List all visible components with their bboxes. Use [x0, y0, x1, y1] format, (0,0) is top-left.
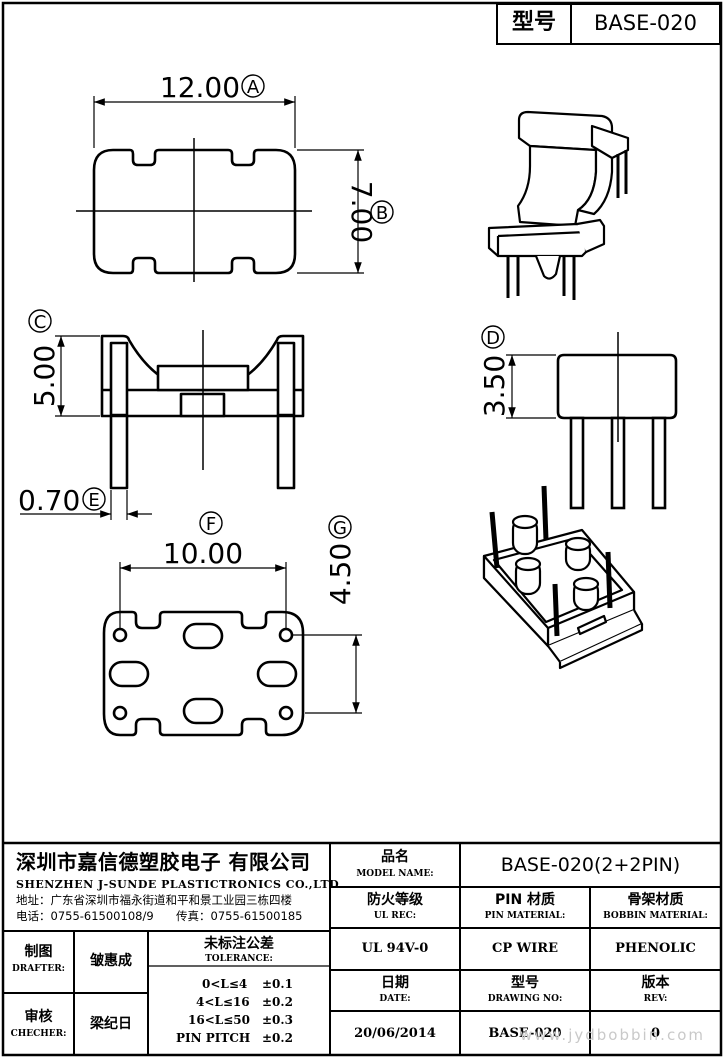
ul-rec-cn: 防火等级 — [367, 892, 423, 908]
drawing-no-value: BASE-020 — [488, 1026, 562, 1041]
drafter-cn: 制图 — [24, 944, 53, 960]
iso-view-bottom — [482, 485, 644, 670]
company-name-cn: 深圳市嘉信德塑胶电子 有限公司 — [16, 850, 311, 874]
dim-a-value: 12.00 — [160, 71, 240, 104]
tolerance-range-3: 16<L≤50 — [188, 1013, 250, 1027]
drawing-no-en: DRAWING NO: — [487, 994, 563, 1004]
side-view — [556, 353, 678, 510]
dim-g-marker: G — [333, 518, 347, 539]
dim-g-value: 4.50 — [324, 543, 357, 605]
date-cn: 日期 — [381, 975, 409, 991]
checker-cn: 审核 — [24, 1009, 53, 1025]
checker-en: CHECHER: — [10, 1029, 67, 1039]
ul-rec-value: UL 94V-0 — [361, 941, 429, 956]
tolerance-value-2: ±0.2 — [262, 995, 293, 1009]
tolerance-en: TOLERANCE: — [205, 954, 273, 964]
pin-material-cn: PIN 材质 — [494, 892, 556, 908]
dim-b-lines — [297, 149, 364, 274]
dim-b-value: 7.00 — [345, 181, 378, 243]
type-value: BASE-020 — [593, 11, 698, 35]
tolerance-value-4: ±0.2 — [262, 1031, 293, 1045]
dim-c-marker: C — [34, 312, 47, 333]
watermark: www.jydbobbin.com — [520, 1026, 705, 1044]
date-value: 20/06/2014 — [354, 1026, 436, 1041]
pin-material-en: PIN MATERIAL: — [484, 911, 566, 921]
date-en: DATE: — [379, 994, 411, 1004]
dim-e-value: 0.70 — [18, 484, 80, 517]
tolerance-value-3: ±0.3 — [262, 1013, 293, 1027]
bobbin-material-value: PHENOLIC — [615, 941, 696, 956]
model-name-en: MODEL NAME: — [356, 869, 434, 879]
dim-d-value: 3.50 — [478, 355, 511, 417]
bottom-view — [102, 610, 305, 737]
top-view — [92, 148, 297, 275]
title-block-grid — [3, 841, 721, 1055]
tolerance-range-4: PIN PITCH — [176, 1031, 251, 1045]
dim-c-lines — [55, 335, 100, 417]
dim-f-marker: F — [206, 514, 216, 535]
dim-a-marker: A — [247, 77, 260, 98]
ul-rec-en: UL REC: — [373, 911, 417, 921]
company-fax: 传真：0755-61500185 — [176, 909, 303, 923]
bobbin-material-cn: 骨架材质 — [627, 892, 684, 908]
dim-a-lines — [93, 96, 296, 148]
dim-d-lines — [506, 354, 556, 419]
front-view — [100, 334, 305, 490]
drafter-en: DRAFTER: — [11, 964, 65, 974]
company-phone: 电话：0755-61500108/9 — [16, 909, 154, 923]
header-box — [496, 3, 721, 45]
rev-cn: 版本 — [641, 975, 670, 991]
dim-d-marker-circle — [481, 325, 505, 349]
pin-material-value: CP WIRE — [491, 941, 559, 956]
bobbin-material-en: BOBBIN MATERIAL: — [603, 911, 708, 921]
iso-view-top — [487, 110, 630, 300]
company-address: 地址：广东省深圳市福永街道和平和景工业园三栋四楼 — [16, 893, 292, 907]
drawing-no-cn: 型号 — [511, 975, 539, 991]
rev-value: 0 — [650, 1026, 661, 1041]
dim-f-marker-circle — [199, 511, 223, 535]
dim-e-marker-circle — [82, 487, 106, 511]
checker-name: 梁纪日 — [90, 1016, 132, 1032]
type-label: 型号 — [511, 10, 556, 35]
dim-e-marker: E — [88, 490, 99, 511]
dim-g-lines — [292, 634, 362, 714]
dim-e-lines — [20, 490, 152, 520]
dim-a-marker-circle — [241, 74, 265, 98]
dim-c-value: 5.00 — [28, 345, 61, 407]
top-view-centerlines — [76, 138, 312, 282]
model-name-value: BASE-020(2+2PIN) — [500, 854, 681, 876]
tolerance-cn: 未标注公差 — [204, 936, 274, 952]
dim-f-value: 10.00 — [163, 537, 243, 570]
tolerance-range-1: 0<L≤4 — [202, 977, 248, 991]
tolerance-value-1: ±0.1 — [262, 977, 293, 991]
dim-c-marker-circle — [28, 309, 52, 333]
dim-d-marker: D — [486, 328, 500, 349]
company-name-en: SHENZHEN J-SUNDE PLASTICTRONICS CO.,LTD — [16, 878, 340, 891]
rev-en: REV: — [643, 994, 668, 1004]
drafter-name: 皱惠成 — [90, 953, 132, 969]
dim-f-lines — [119, 562, 287, 628]
dim-g-marker-circle — [328, 515, 352, 539]
dim-b-marker-circle — [370, 200, 394, 224]
dim-b-marker: B — [376, 203, 388, 224]
tolerance-range-2: 4<L≤16 — [196, 995, 250, 1009]
model-name-cn: 品名 — [381, 849, 409, 865]
